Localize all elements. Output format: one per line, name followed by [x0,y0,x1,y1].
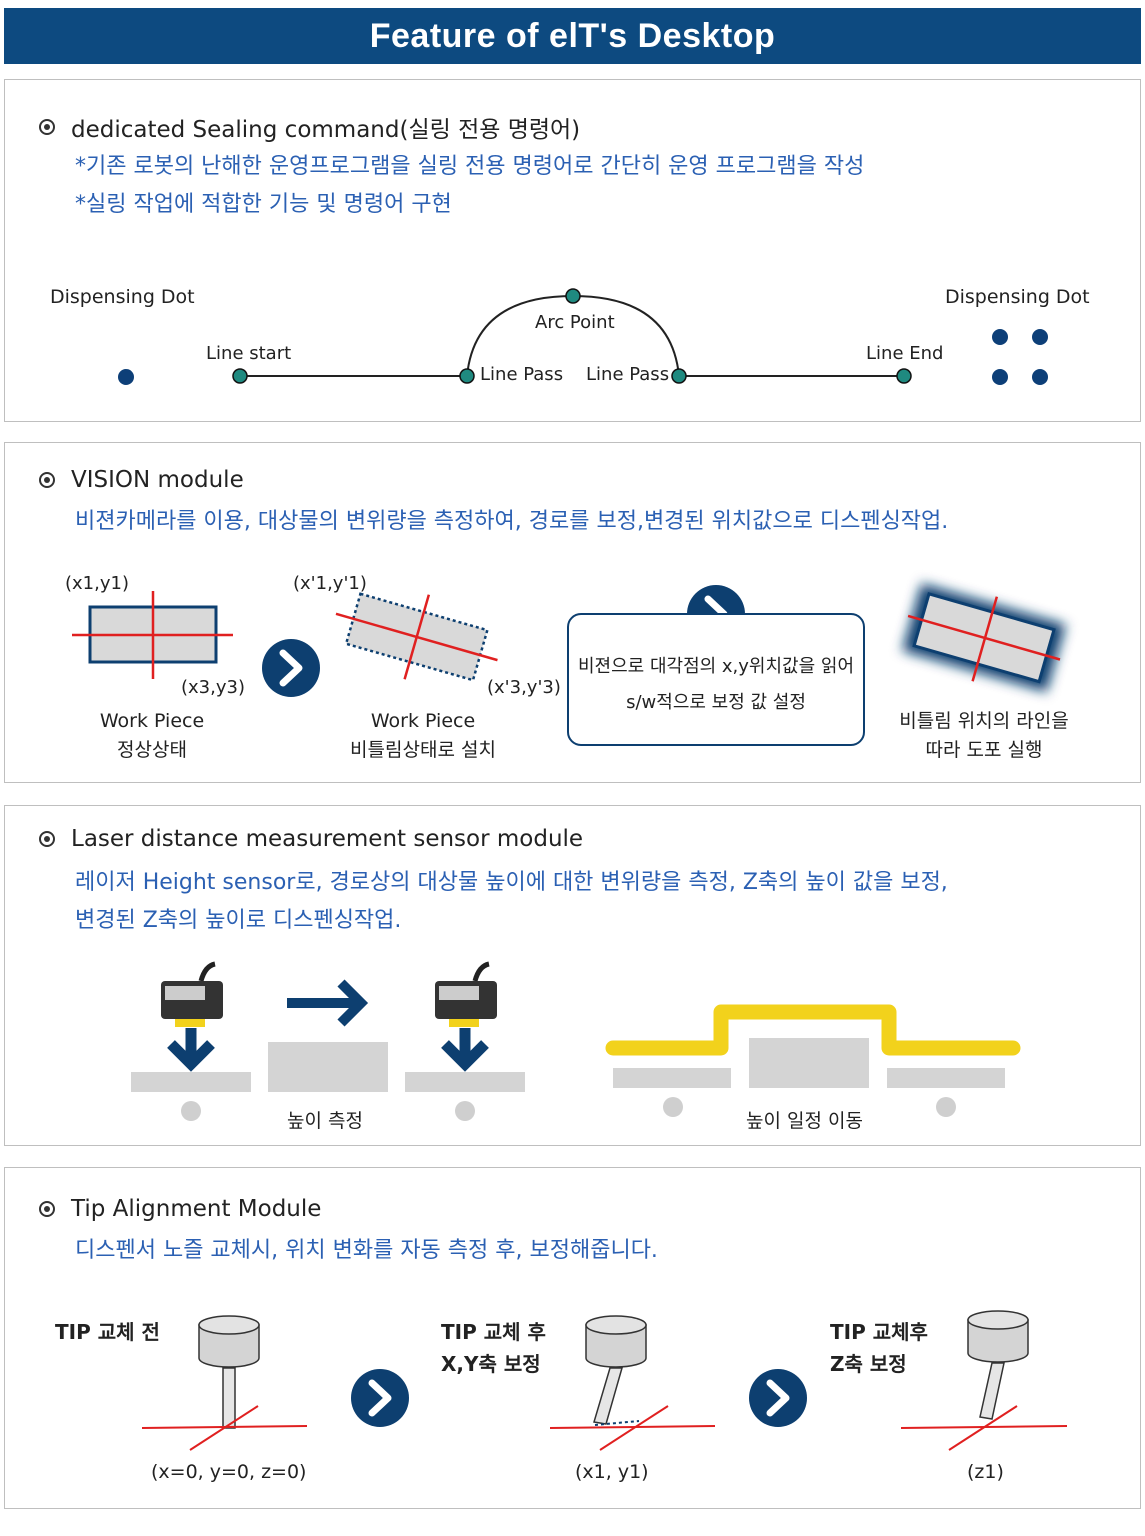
laser-heading-text: Laser distance measurement sensor module [71,826,584,852]
dispensing-dot-right-1 [992,329,1008,345]
radio-bullet-icon [39,119,55,135]
radio-bullet-icon [39,831,55,847]
label-line-end: Line End [866,343,944,364]
label-line-1: TIP 교체 후 [441,1320,546,1344]
label-dispensing-dot-right: Dispensing Dot [945,286,1090,308]
result-caption: 비틀림 위치의 라인을 따라 도포 실행 [879,707,1089,765]
label-line-2: X,Y축 보정 [441,1352,541,1376]
dispensing-dot-right-4 [1032,369,1048,385]
sealing-desc-2: *실링 작업에 적합한 기능 및 명령어 구현 [75,192,452,217]
laser-sensor-icon-2 [435,961,497,1027]
coord-x3y3: (x3,y3) [181,677,245,698]
node-arc-point [565,288,581,304]
work-piece-normal-caption: Work Piece 정상상태 [82,707,222,765]
dispensing-dot-left [118,369,134,385]
sealing-heading-text: dedicated Sealing command(실링 전용 명령어) [71,117,581,143]
caption-line-1: Work Piece [370,710,476,732]
base-block-3 [613,1068,731,1088]
caption-line-2: 비틀림상태로 설치 [350,739,496,761]
caption-line-1: Work Piece [99,710,205,732]
point-marker-3 [663,1097,683,1117]
sealing-panel: dedicated Sealing command(실링 전용 명령어) *기존… [4,79,1141,422]
radio-bullet-icon [39,1201,55,1217]
page-title-banner: Feature of elT's Desktop [4,8,1141,64]
info-box-line-1: 비젼으로 대각점의 x,y위치값을 읽어 [577,655,855,677]
laser-desc-1: 레이저 Height sensor로, 경로상의 대상물 높이에 대한 변위량을… [75,870,948,895]
label-arc-point: Arc Point [535,312,615,333]
laser-desc-2: 변경된 Z축의 높이로 디스펜싱작업. [75,908,402,933]
vision-panel: VISION module 비젼카메라를 이용, 대상물의 변위량을 측정하여,… [4,442,1141,783]
dispensing-dot-right-2 [1032,329,1048,345]
label-tip-after-z: TIP 교체후 Z축 보정 [830,1316,928,1380]
work-piece-twisted [335,592,498,682]
radio-bullet-icon [39,472,55,488]
node-line-start [232,368,248,384]
label-tip-after-xy: TIP 교체 후 X,Y축 보정 [441,1316,546,1380]
coord-z: (z1) [967,1461,1004,1483]
caption-line-1: 비틀림 위치의 라인을 [899,710,1069,732]
vision-diagram [72,583,1066,697]
tip-diagram [141,1310,1068,1451]
label-line-2: Z축 보정 [830,1352,907,1376]
next-arrow-icon-3 [351,1369,409,1427]
raised-block [268,1042,388,1092]
base-block-1 [131,1072,251,1092]
vision-heading: VISION module [39,467,244,493]
point-marker-1 [181,1101,201,1121]
tip-heading-text: Tip Alignment Module [71,1196,322,1222]
height-path [605,1004,1021,1056]
coord-x1y1-twisted: (x'1,y'1) [293,573,367,594]
node-line-end [896,368,912,384]
laser-sensor-icon-1 [161,961,223,1027]
point-marker-4 [936,1097,956,1117]
caption-line-2: 따라 도포 실행 [925,739,1043,761]
label-line-1: TIP 교체후 [830,1320,928,1344]
work-piece-twisted-caption: Work Piece 비틀림상태로 설치 [323,707,523,765]
laser-panel: Laser distance measurement sensor module… [4,805,1141,1146]
raised-block-2 [749,1038,869,1088]
tip-heading: Tip Alignment Module [39,1196,321,1222]
laser-heading: Laser distance measurement sensor module [39,826,583,852]
tip-panel: Tip Alignment Module 디스펜서 노즐 교체시, 위치 변화를… [4,1167,1141,1509]
label-line-pass-1: Line Pass [480,364,564,385]
sealing-path-diagram [118,288,1048,385]
coord-x1y1: (x1,y1) [65,573,129,594]
laser-diagram [131,961,1021,1121]
base-block-4 [887,1068,1005,1088]
node-line-pass-2 [671,368,687,384]
next-arrow-icon-1 [262,639,320,697]
coord-x3y3-twisted: (x'3,y'3) [487,677,561,698]
page-title: Feature of elT's Desktop [369,16,776,55]
label-dispensing-dot-left: Dispensing Dot [50,286,195,308]
label-height-constant: 높이 일정 이동 [746,1110,863,1132]
label-height-measure: 높이 측정 [287,1110,363,1132]
sealing-heading: dedicated Sealing command(실링 전용 명령어) [39,110,580,144]
vision-info-box: 비젼으로 대각점의 x,y위치값을 읽어 s/w적으로 보정 값 설정 [567,613,865,746]
work-piece-result [902,583,1066,693]
dispenser-body-icon-2 [585,1315,647,1425]
dispenser-body-icon-1 [198,1315,260,1429]
coord-xy: (x1, y1) [575,1461,649,1483]
label-line-start: Line start [206,343,292,364]
dispenser-body-icon-3 [967,1310,1029,1420]
point-marker-2 [455,1101,475,1121]
info-box-line-2: s/w적으로 보정 값 설정 [626,691,806,713]
sealing-desc-1: *기존 로봇의 난해한 운영프로그램을 실링 전용 명령어로 간단히 운영 프로… [75,154,865,179]
label-line-pass-2: Line Pass [586,364,670,385]
tip-desc: 디스펜서 노즐 교체시, 위치 변화를 자동 측정 후, 보정해줍니다. [75,1238,658,1263]
label-tip-before: TIP 교체 전 [55,1320,160,1344]
caption-line-2: 정상상태 [117,739,187,761]
coord-origin: (x=0, y=0, z=0) [151,1461,307,1483]
vision-desc: 비젼카메라를 이용, 대상물의 변위량을 측정하여, 경로를 보정,변경된 위치… [75,509,949,534]
node-line-pass-1 [459,368,475,384]
vision-heading-text: VISION module [71,467,244,493]
base-block-2 [405,1072,525,1092]
dispensing-dot-right-3 [992,369,1008,385]
next-arrow-icon-4 [749,1369,807,1427]
